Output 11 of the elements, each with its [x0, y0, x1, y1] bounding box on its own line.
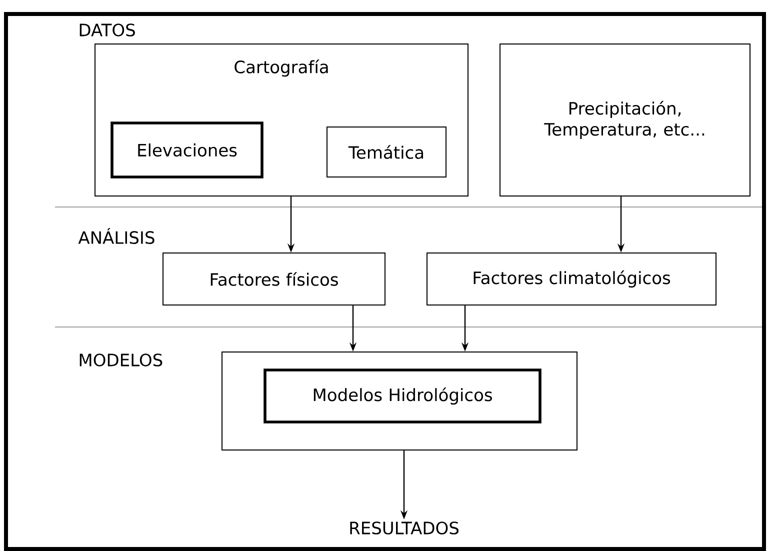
section-label: ANÁLISIS	[78, 228, 154, 244]
result-label: RESULTADOS	[350, 522, 459, 534]
process-box: Elevaciones	[110, 122, 264, 178]
section-label: DATOS	[80, 24, 135, 36]
process-box: Precipitación, Temperatura, etc...	[500, 44, 750, 196]
process-box: Modelos Hidrológicos	[264, 368, 542, 424]
process-box: Temática	[326, 126, 446, 178]
process-box: Factores climatológicos	[426, 252, 717, 306]
section-label: MODELOS	[80, 354, 162, 366]
process-box: Factores físicos	[162, 252, 386, 306]
process-box	[222, 352, 578, 450]
